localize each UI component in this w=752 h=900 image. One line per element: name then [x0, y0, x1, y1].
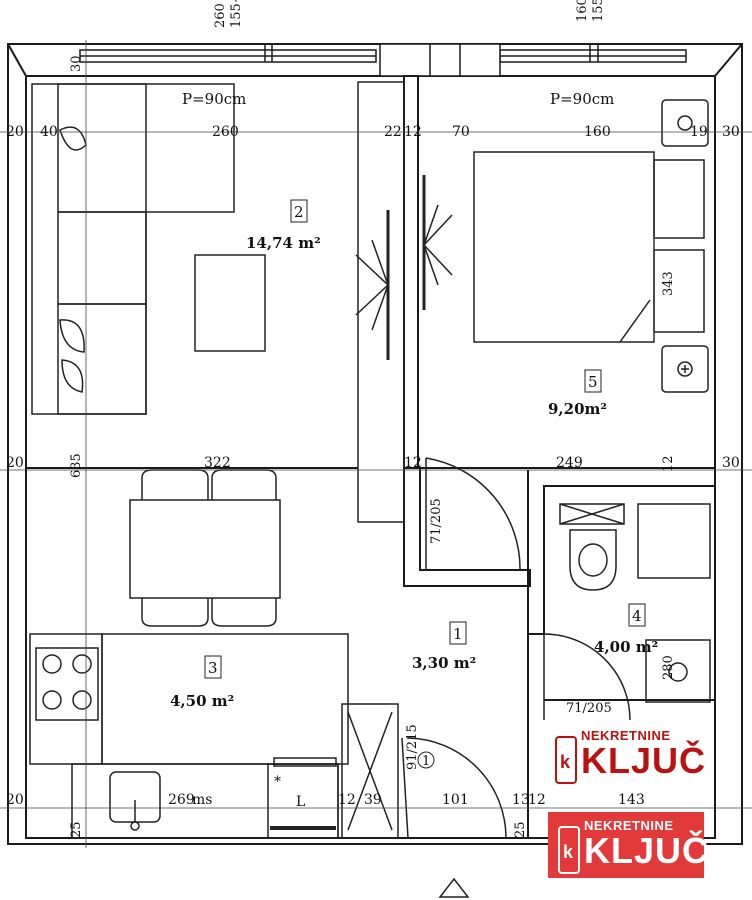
kitchen-counter — [29, 633, 399, 839]
dim-top-9: 30 — [722, 124, 740, 140]
dim-top-1: 20 — [6, 124, 24, 140]
top-wall-block — [379, 43, 501, 77]
dim-top-8: 19 — [690, 124, 708, 140]
dim-v-bath-bottom: 25 — [513, 821, 528, 838]
coffee-table — [194, 254, 266, 352]
watermark-logo: k NEKRETNINE KLJUČ — [545, 722, 705, 788]
dim-bot-3: 12 — [338, 792, 356, 808]
double-bed — [473, 99, 709, 393]
dim-top-7: 160 — [584, 124, 611, 140]
dim-v-bath: 280 — [661, 655, 676, 680]
window-left-width: 260 — [213, 3, 228, 28]
dim-mid-5: 30 — [722, 455, 740, 471]
dim-mid-2: 322 — [204, 455, 231, 471]
door-label-bedroom: 71/205 — [429, 498, 444, 544]
room-1-number: 1 — [453, 625, 463, 643]
dim-top-4: 22 — [384, 124, 402, 140]
room-5-number-box — [584, 369, 602, 393]
room-4-area: 4,00 m² — [594, 638, 658, 656]
door-label-bathroom: 71/205 — [566, 701, 612, 716]
entrance-marker — [417, 751, 435, 769]
room-2-bed-size: P=90cm — [182, 90, 246, 108]
kitchen-note: ms — [192, 792, 212, 808]
window-left-height: 155+20 — [229, 0, 244, 28]
dim-top-6: 70 — [452, 124, 470, 140]
window-right-height: 155+2 — [591, 0, 606, 22]
dim-mid-1: 20 — [6, 455, 24, 471]
dim-top-3: 260 — [212, 124, 239, 140]
door-swings — [401, 457, 631, 839]
door-label-entrance: 91/215 — [405, 724, 420, 770]
dim-v-top: 30 — [69, 55, 84, 72]
stove-symbol: * — [274, 774, 281, 790]
logo-brand: NEKRETNINE — [584, 818, 674, 833]
window-right — [499, 44, 687, 63]
room-3-number: 3 — [208, 659, 218, 677]
room-3-area: 4,50 m² — [170, 692, 234, 710]
dim-bot-8: 143 — [618, 792, 645, 808]
dim-bot-6: 13 — [512, 792, 530, 808]
room-4-number: 4 — [632, 607, 642, 625]
dim-mid-3: 12 — [404, 455, 422, 471]
room-5-number: 5 — [588, 373, 598, 391]
dim-v-bed: 343 — [661, 271, 676, 296]
logo-brand: NEKRETNINE — [581, 728, 671, 743]
room-4-number-box — [628, 603, 646, 627]
dim-top-5: 12 — [404, 124, 422, 140]
dim-bot-7: 12 — [528, 792, 546, 808]
dim-bot-1: 20 — [6, 792, 24, 808]
room-5-bed-size: P=90cm — [550, 90, 614, 108]
window-left — [79, 44, 377, 63]
dim-mid-4: 249 — [556, 455, 583, 471]
window-right-width: 160 — [575, 0, 590, 22]
dim-top-2: 40 — [40, 124, 58, 140]
dining-table — [129, 469, 281, 627]
dim-bot-5: 101 — [442, 792, 469, 808]
sofa-bed — [31, 83, 235, 415]
bathroom-fixtures — [559, 503, 711, 703]
wardrobe — [355, 81, 453, 523]
dim-v-main: 635 — [69, 453, 84, 478]
room-2-number-box — [290, 199, 308, 223]
logo-word: KLJUČ — [584, 830, 710, 871]
room-2-number: 2 — [294, 203, 304, 221]
logo-word: KLJUČ — [581, 740, 707, 781]
dimension-lines — [0, 40, 752, 898]
room-5-area: 9,20m² — [548, 400, 607, 418]
room-1-area: 3,30 m² — [412, 654, 476, 672]
logo-k-icon: k — [558, 826, 580, 874]
room-2-area: 14,74 m² — [246, 234, 321, 252]
dim-v-bottom: 25 — [69, 821, 84, 838]
dim-bot-4: 39 — [364, 792, 382, 808]
logo-k-icon: k — [555, 736, 577, 784]
room-3-number-box — [204, 655, 222, 679]
brand-logo: k NEKRETNINE KLJUČ — [548, 812, 708, 878]
dim-bot-2: 269 — [168, 792, 195, 808]
dim-v-bath-top: 12 — [661, 455, 676, 472]
room-1-number-box — [449, 621, 467, 645]
entrance-marker-label: 1 — [422, 754, 430, 769]
dishwasher-label: L — [296, 794, 305, 810]
